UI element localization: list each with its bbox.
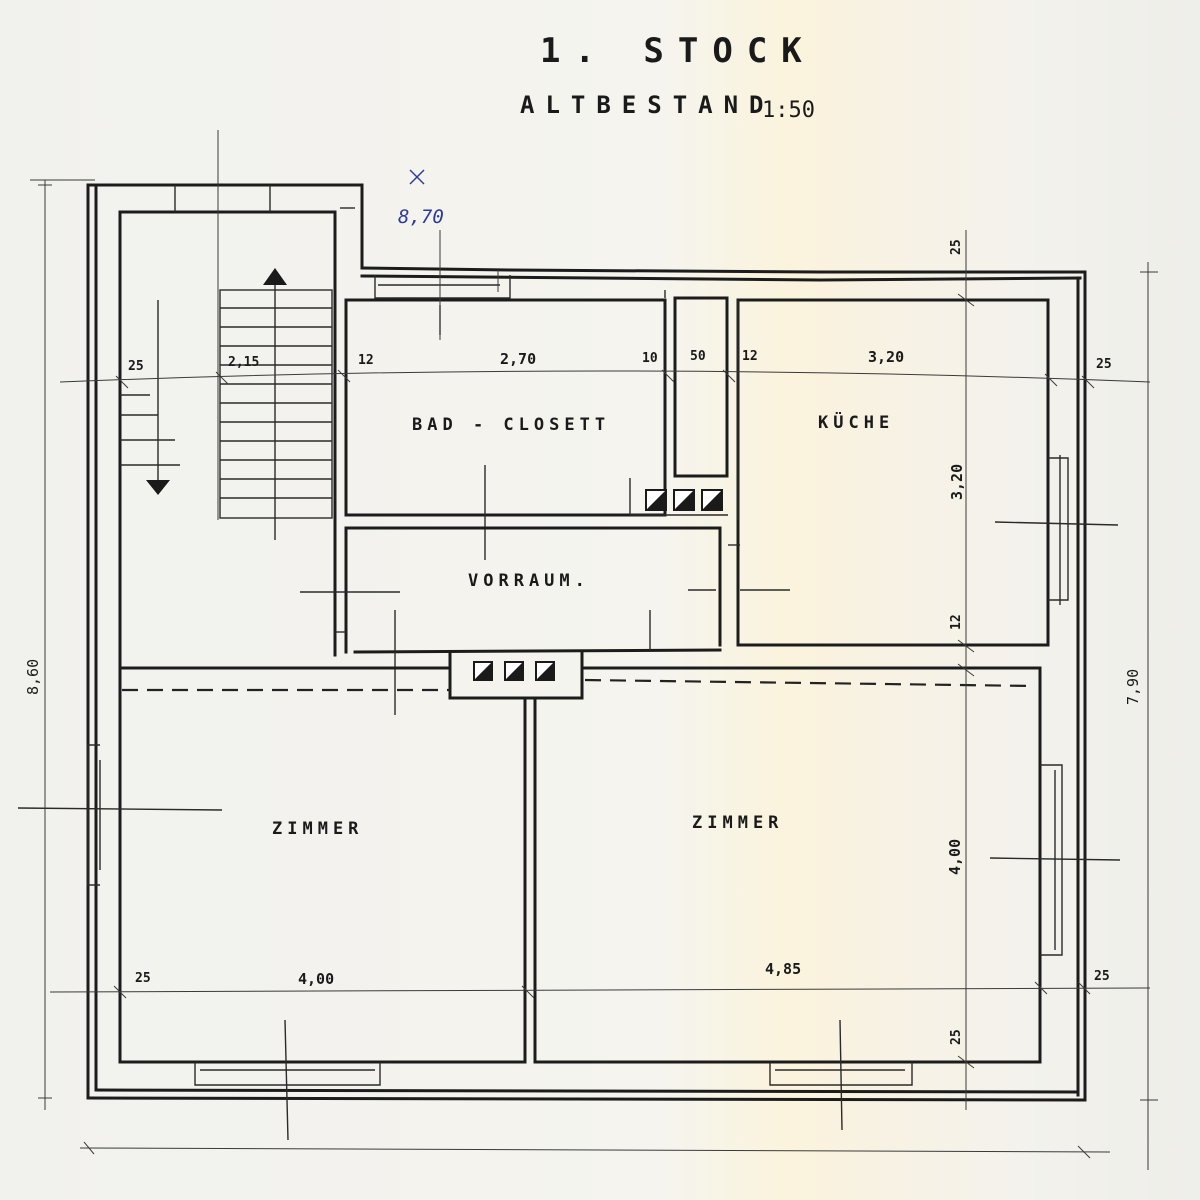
dim-bottom-wall: 25	[949, 1029, 964, 1045]
staircase	[118, 185, 355, 667]
plan-subtitle: ALTBESTAND	[520, 91, 775, 119]
dim-total-left: 8,60	[24, 659, 42, 695]
anteroom-walls	[300, 526, 722, 715]
dim-wall-12-c: 12	[949, 614, 964, 630]
room-right-walls	[533, 666, 1121, 1131]
dim-left-wall-bottom: 25	[135, 971, 151, 986]
shaft-column	[629, 290, 729, 516]
dim-wall-10: 10	[642, 351, 658, 366]
room-label-anteroom: VORRAUM.	[468, 571, 590, 591]
room-label-room-left: ZIMMER	[272, 819, 363, 839]
outer-walls	[86, 183, 1087, 1102]
stair-arrow-down-icon	[146, 480, 170, 495]
chimney-block	[448, 650, 584, 700]
plan-scale: 1:50	[762, 98, 815, 123]
room-left-walls	[17, 666, 527, 1141]
room-label-kitchen: KÜCHE	[818, 411, 894, 433]
dim-stair-width: 2,15	[228, 355, 259, 370]
room-label-bath: BAD - CLOSETT	[412, 415, 610, 435]
stair-steps-left	[120, 394, 180, 466]
dim-outer-right-top: 25	[1096, 357, 1112, 372]
dim-room-left-width: 4,00	[298, 970, 334, 988]
stair-treads	[220, 307, 332, 499]
dim-total-right: 7,90	[1124, 669, 1142, 705]
plan-title: 1. STOCK	[540, 31, 816, 71]
note-cross-mark	[409, 169, 425, 185]
handwritten-note: 8,70	[398, 206, 444, 228]
dim-stair-wall: 25	[128, 359, 144, 374]
kitchen-walls	[728, 298, 1119, 647]
dim-shaft-50: 50	[690, 349, 706, 364]
dim-outer-right-bottom: 25	[1094, 969, 1110, 984]
dim-room-right-width: 4,85	[765, 960, 801, 978]
dim-wall-12-a: 12	[358, 353, 374, 368]
dim-top-wall: 25	[949, 239, 964, 255]
dim-kitchen-depth: 3,20	[948, 464, 966, 500]
dim-room-depth: 4,00	[946, 839, 964, 875]
stair-arrow-up-icon	[263, 268, 287, 285]
room-label-room-right: ZIMMER	[692, 813, 783, 833]
dim-kitchen-width: 3,20	[868, 348, 904, 366]
dim-bath-width: 2,70	[500, 350, 536, 368]
dimension-lines	[30, 130, 1158, 1170]
chimney-flues-top	[645, 489, 723, 511]
dim-wall-12-b: 12	[742, 349, 758, 364]
